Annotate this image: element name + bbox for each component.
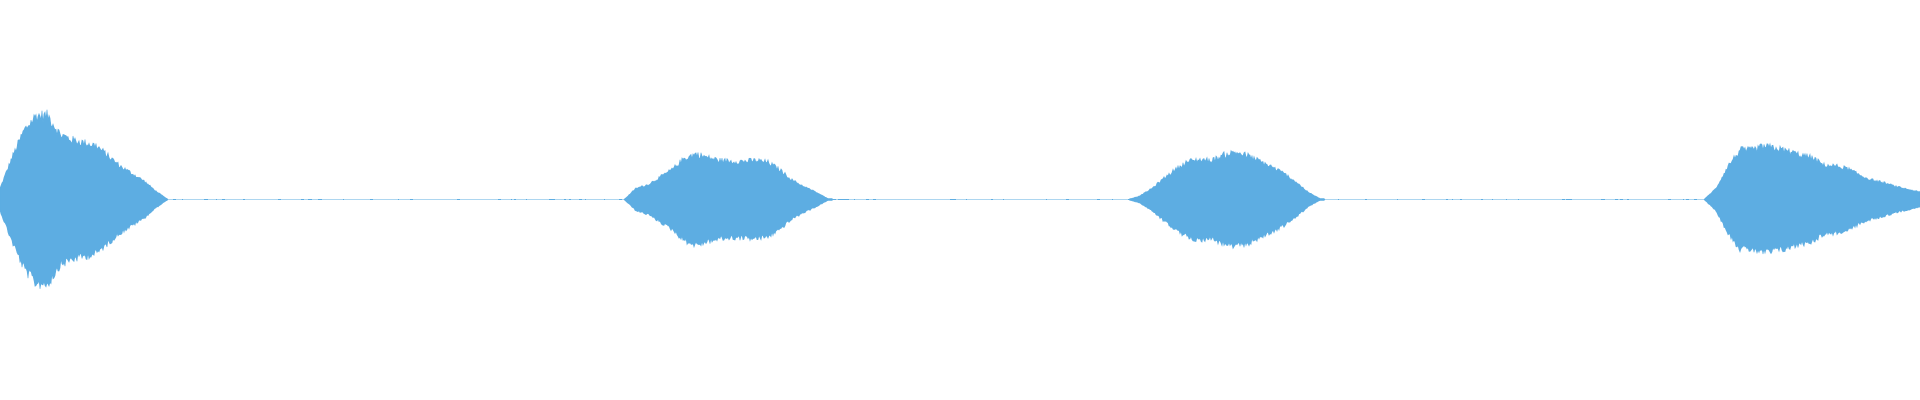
silence-tick <box>1620 199 1623 200</box>
silence-tick <box>1518 199 1519 200</box>
silence-tick <box>370 199 373 200</box>
silence-tick <box>1446 199 1448 200</box>
silence-tick <box>1694 199 1697 200</box>
silence-tick <box>173 199 176 200</box>
silence-tick <box>854 199 855 200</box>
silence-tick <box>579 199 581 200</box>
silence-tick <box>866 199 869 200</box>
silence-tick <box>1627 199 1629 200</box>
silence-tick <box>398 199 399 200</box>
silence-tick <box>1097 199 1100 200</box>
silence-tick <box>1492 199 1493 200</box>
silence-tick <box>1128 199 1131 200</box>
silence-tick <box>844 199 846 200</box>
waveform-envelope <box>0 109 1920 289</box>
silence-tick <box>1668 199 1671 200</box>
silence-tick <box>1481 199 1483 200</box>
silence-tick <box>410 199 413 200</box>
silence-tick <box>953 199 956 200</box>
silence-tick <box>310 199 312 200</box>
silence-tick <box>1686 199 1689 200</box>
silence-tick <box>1460 199 1462 200</box>
silence-tick <box>1602 199 1605 200</box>
silence-tick <box>1046 199 1047 200</box>
silence-tick <box>216 199 217 200</box>
silence-tick <box>604 199 605 200</box>
silence-tick <box>619 199 622 200</box>
silence-tick <box>243 199 245 200</box>
silence-tick <box>1066 199 1069 200</box>
silence-tick <box>1566 199 1569 200</box>
silence-tick <box>833 199 836 200</box>
silence-tick <box>1569 199 1572 200</box>
silence-tick <box>1683 199 1684 200</box>
silence-ticks <box>173 199 1697 200</box>
silence-tick <box>569 199 571 200</box>
silence-tick <box>1003 199 1004 200</box>
silence-tick <box>1338 199 1339 200</box>
silence-tick <box>457 199 460 200</box>
silence-tick <box>838 199 841 200</box>
silence-tick <box>950 199 953 200</box>
silence-tick <box>581 199 582 200</box>
silence-tick <box>207 199 208 200</box>
silence-tick <box>1365 199 1367 200</box>
silence-tick <box>204 199 207 200</box>
silence-tick <box>846 199 849 200</box>
silence-tick <box>966 199 967 200</box>
silence-tick <box>585 199 586 200</box>
silence-tick <box>1615 199 1618 200</box>
silence-tick <box>182 199 183 200</box>
silence-tick <box>498 199 501 200</box>
silence-tick <box>514 199 516 200</box>
silence-tick <box>991 199 993 200</box>
silence-tick <box>1422 199 1425 200</box>
silence-tick <box>1397 199 1398 200</box>
silence-tick <box>301 199 304 200</box>
silence-tick <box>526 199 527 200</box>
silence-tick <box>320 199 322 200</box>
silence-tick <box>841 199 843 200</box>
silence-tick <box>1506 199 1507 200</box>
silence-tick <box>873 199 876 200</box>
silence-tick <box>222 199 225 200</box>
silence-tick <box>511 199 512 200</box>
silence-tick <box>553 199 554 200</box>
silence-tick <box>1452 199 1453 200</box>
silence-tick <box>278 199 281 200</box>
silence-tick <box>1562 199 1565 200</box>
silence-tick <box>308 199 311 200</box>
silence-tick <box>549 199 552 200</box>
silence-tick <box>564 199 566 200</box>
silence-tick <box>1112 199 1113 200</box>
silence-tick <box>343 199 344 200</box>
